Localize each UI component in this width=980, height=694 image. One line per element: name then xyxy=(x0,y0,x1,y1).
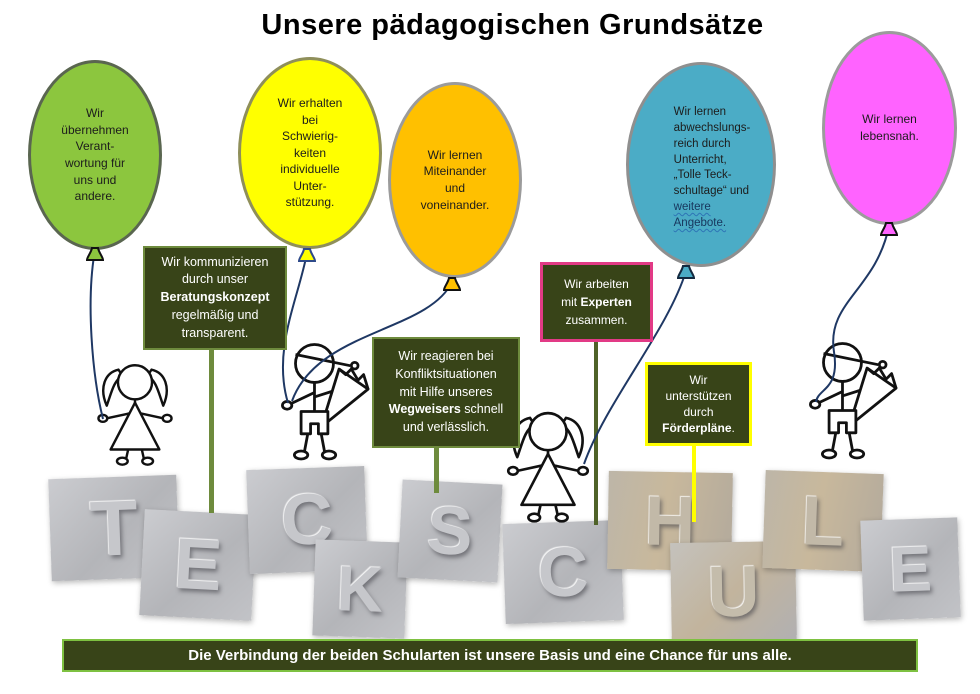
stone-letter: K xyxy=(312,539,408,639)
yellow-balloon: Wir erhalten bei Schwierig- keiten indiv… xyxy=(238,57,382,249)
stone-letter: C xyxy=(502,519,624,625)
boy-with-school-cone-icon xyxy=(809,342,898,460)
beratungskonzept-sign: Wir kommunizieren durch unser Beratungsk… xyxy=(143,246,287,350)
green-balloon: Wir übernehmen Verant- wortung für uns u… xyxy=(28,60,162,250)
magenta-balloon-text: Wir lernen lebensnah. xyxy=(860,112,919,143)
sign-pole xyxy=(209,350,214,513)
page-title: Unsere pädagogischen Grundsätze xyxy=(261,9,764,41)
teal-balloon: Wir lernen abwechslungs- reich durch Unt… xyxy=(626,62,776,267)
yellow-balloon-text: Wir erhalten bei Schwierig- keiten indiv… xyxy=(277,96,343,210)
sign-pole xyxy=(434,448,439,493)
basis-banner-text: Die Verbindung der beiden Schularten ist… xyxy=(188,647,792,664)
stone-letter: E xyxy=(860,517,961,621)
teal-balloon-text-before: Wir lernen abwechslungs- reich durch Unt… xyxy=(673,106,751,198)
teal-balloon-text: Wir lernen abwechslungs- reich durch Unt… xyxy=(642,65,761,232)
stone-letter: E xyxy=(139,509,257,621)
experten-sign: Wir arbeiten mit Experten zusammen. xyxy=(540,262,653,342)
girl-stick-figure-icon xyxy=(506,411,590,523)
stone-letter: S xyxy=(397,479,503,583)
sign-pole xyxy=(692,446,696,522)
orange-balloon-text: Wir lernen Miteinander und voneinander. xyxy=(420,147,490,212)
green-balloon-text: Wir übernehmen Verant- wortung für uns u… xyxy=(61,106,129,204)
wegweiser-sign: Wir reagieren bei Konfliktsituationen mi… xyxy=(372,337,520,448)
weitere-angebote-link[interactable]: weitere Angebote. xyxy=(673,201,727,230)
orange-balloon: Wir lernen Miteinander und voneinander. xyxy=(388,82,522,278)
magenta-balloon: Wir lernen lebensnah. xyxy=(822,31,957,225)
girl-stick-figure-icon xyxy=(97,364,173,466)
basis-banner: Die Verbindung der beiden Schularten ist… xyxy=(62,639,918,672)
foerderplaene-sign: Wir unterstützen durch Förderpläne. xyxy=(645,362,752,446)
